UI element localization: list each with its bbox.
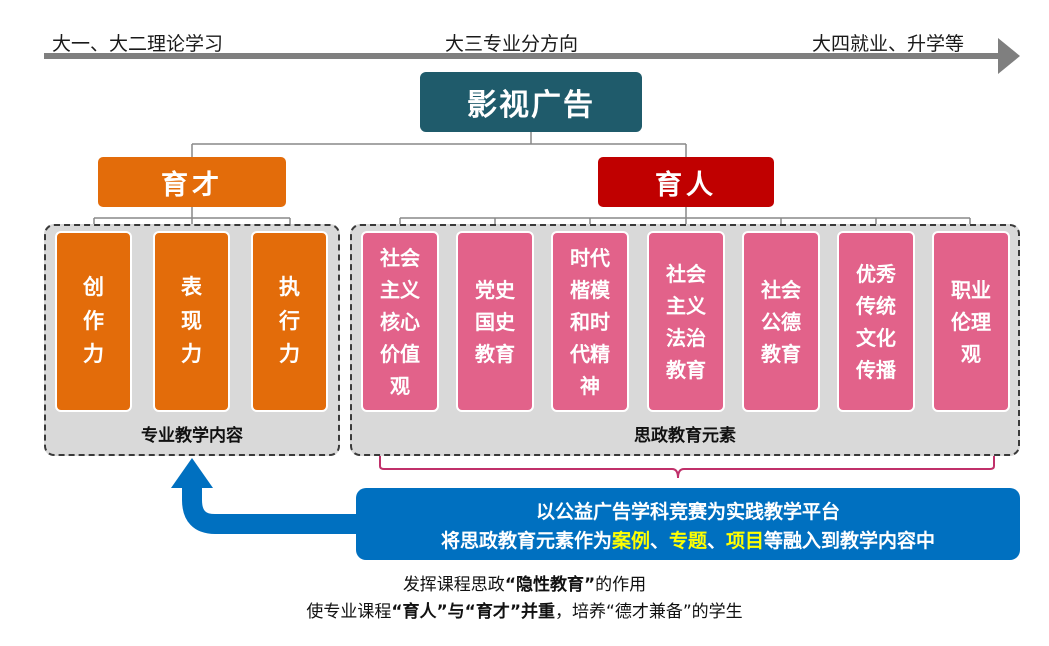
platform-line-2-suffix: 等融入到教学内容中 [764,530,936,552]
card-right-4-text: 社会主义法治教育 [666,261,706,382]
note-1-c: 的作用 [595,575,647,595]
card-right-1-text: 社会主义核心价值观 [380,245,420,398]
return-arrowhead [171,458,213,488]
separator-2: 、 [707,530,727,552]
card-right-7: 职业伦理观 [932,231,1010,412]
timeline-stage-1: 大一、大二理论学习 [52,33,224,55]
platform-line-1: 以公益广告学科竞赛为实践教学平台 [535,501,840,523]
left-group-label: 专业教学内容 [141,426,243,446]
brace [379,456,995,479]
card-right-3: 时代楷模和时代精神 [551,231,629,412]
category-left: 育才 [98,157,286,207]
separator-1: 、 [649,530,669,552]
card-left-1: 创作力 [55,231,132,412]
card-right-5: 社会公德教育 [742,231,820,412]
card-left-3-text: 执行力 [279,275,300,367]
card-right-7-text: 职业伦理观 [951,277,991,366]
note-2-b: “育人”与“育才”并重 [391,602,556,622]
platform-line-2-prefix: 将思政教育元素作为 [440,530,612,552]
note-1-a: 发挥课程思政 [402,575,505,595]
platform-box: 以公益广告学科竞赛为实践教学平台 将思政教育元素作为案例、专题、项目等融入到教学… [356,488,1020,560]
platform-line-2: 将思政教育元素作为案例、专题、项目等融入到教学内容中 [356,526,1020,553]
highlight-topic: 专题 [668,530,707,552]
note-2-c: ，培养“德才兼备”的学生 [555,602,743,622]
note-line-2: 使专业课程“育人”与“育才”并重，培养“德才兼备”的学生 [0,597,1049,622]
card-right-2: 党史国史教育 [456,231,534,412]
right-group-label: 思政教育元素 [634,426,736,446]
card-right-5-text: 社会公德教育 [761,277,801,366]
card-right-3-text: 时代楷模和时代精神 [570,245,610,398]
card-right-6: 优秀传统文化传播 [837,231,915,412]
note-1-b: “隐性教育” [504,575,596,595]
note-line-1: 发挥课程思政“隐性教育”的作用 [0,570,1049,595]
card-left-3: 执行力 [251,231,328,412]
top-title-box: 影视广告 [420,72,642,132]
card-right-6-text: 优秀传统文化传播 [856,261,896,382]
card-right-4: 社会主义法治教育 [647,231,725,412]
card-left-2: 表现力 [153,231,230,412]
timeline-bar [44,53,1002,59]
card-right-1: 社会主义核心价值观 [361,231,439,412]
highlight-project: 项目 [726,530,765,552]
return-arrow [182,486,358,534]
highlight-case: 案例 [611,530,650,552]
category-right: 育人 [598,157,774,207]
note-2-a: 使专业课程 [306,602,392,622]
card-right-2-text: 党史国史教育 [475,277,515,366]
timeline-stage-3: 大四就业、升学等 [812,33,965,55]
card-left-2-text: 表现力 [181,275,202,367]
timeline-arrowhead [998,38,1020,74]
timeline-stage-2: 大三专业分方向 [445,33,579,55]
card-left-1-text: 创作力 [83,275,104,367]
